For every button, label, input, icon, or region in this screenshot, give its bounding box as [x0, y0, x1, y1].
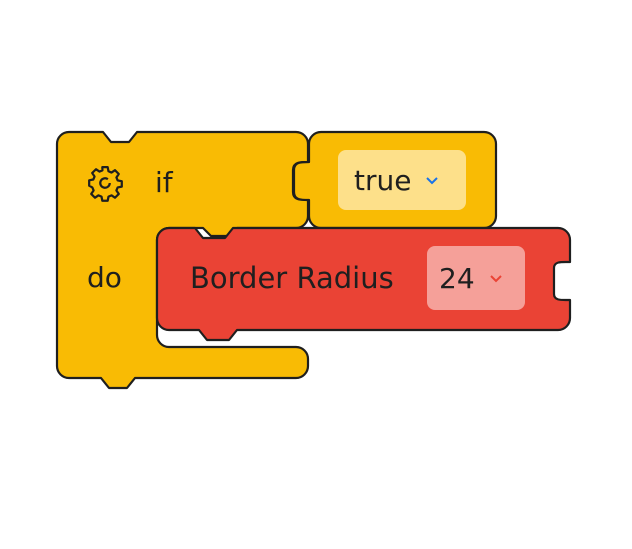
radius-value: 24: [439, 261, 475, 295]
border-radius-label: Border Radius: [190, 261, 394, 295]
chevron-down-icon: [489, 275, 502, 283]
radius-dropdown[interactable]: 24: [427, 246, 525, 310]
chevron-down-icon: [426, 177, 439, 185]
condition-value: true: [354, 163, 412, 197]
condition-dropdown[interactable]: true: [338, 150, 466, 210]
do-label: do: [87, 261, 122, 294]
gear-icon[interactable]: [86, 164, 124, 202]
if-label: if: [155, 166, 173, 199]
